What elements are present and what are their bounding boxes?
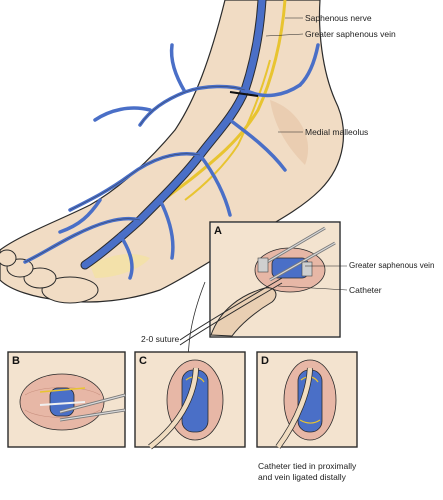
caption-line-1: Catheter tied in proximally <box>258 461 357 471</box>
panel-a-catheter <box>179 277 283 341</box>
toe-2 <box>23 267 57 289</box>
caption-line-2: and vein ligated distally <box>258 472 346 482</box>
label-catheter: Catheter <box>349 285 382 295</box>
bone-shading <box>90 254 150 278</box>
panel-a-finger <box>210 287 277 337</box>
panel-c <box>134 351 246 450</box>
panel-d <box>256 351 358 449</box>
vein-branch-outlines <box>24 86 246 263</box>
leader-greater-saphenous-vein <box>265 33 304 37</box>
caption: Catheter tied in proximally and vein lig… <box>258 461 356 483</box>
leader-a-catheter <box>277 285 348 291</box>
label-saphenous-nerve: Saphenous nerve <box>305 13 372 23</box>
panel-letter-a: A <box>214 225 222 237</box>
panel-a <box>179 221 348 346</box>
panel-letter-d: D <box>261 355 269 367</box>
label-greater-saphenous-vein: Greater saphenous vein <box>305 29 396 39</box>
ankle-shading <box>270 100 309 165</box>
panel-letter-c: C <box>139 355 147 367</box>
panel-b <box>7 351 126 448</box>
saphenous-nerve-branch <box>184 59 271 201</box>
label-medial-malleolus: Medial malleolus <box>305 127 369 137</box>
panel-letter-b: B <box>12 355 20 367</box>
toe-1 <box>41 276 99 304</box>
toe-4 <box>0 249 17 267</box>
label-suture: 2-0 suture <box>141 334 180 344</box>
incision-mark <box>229 91 259 97</box>
label-panel-a-vein: Greater saphenous vein <box>349 261 435 270</box>
